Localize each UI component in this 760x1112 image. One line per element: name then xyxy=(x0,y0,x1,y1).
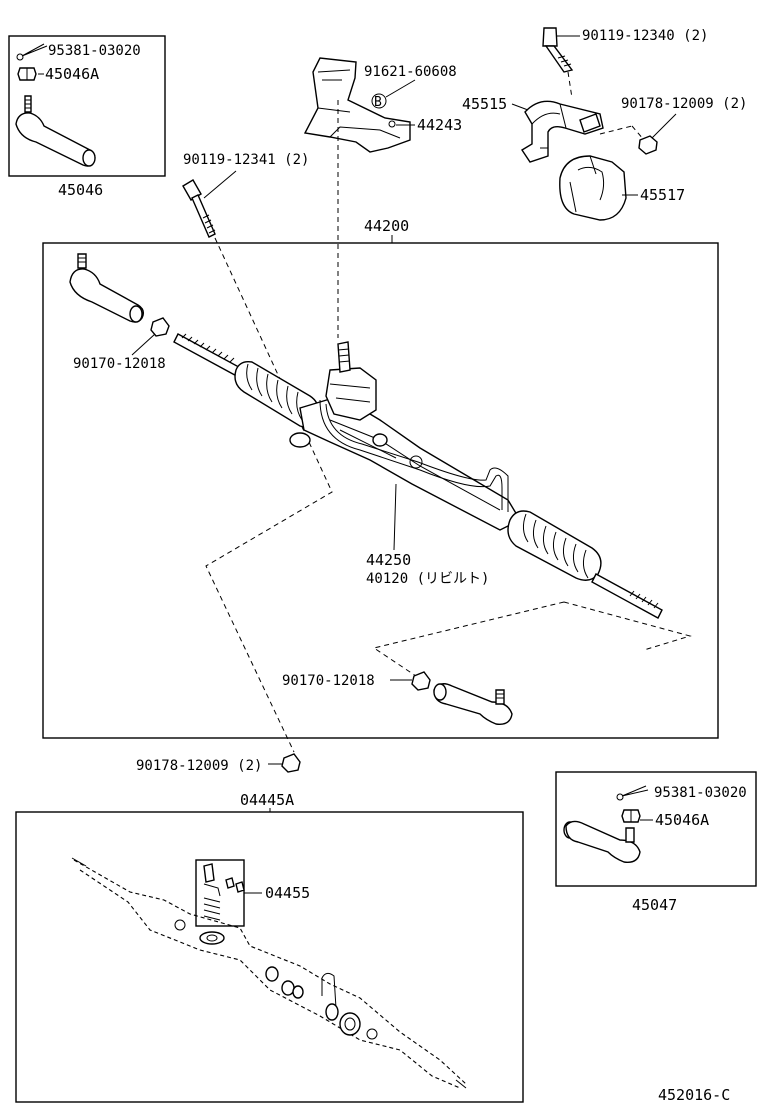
gasket-kit-box xyxy=(15,811,524,1103)
cotter-pin-right-icon xyxy=(616,785,649,801)
label-44250: 44250 xyxy=(366,551,411,569)
gasket-rack-outline-icon xyxy=(71,857,467,1089)
left-lock-nut-icon xyxy=(150,317,170,337)
label-95381-right: 95381-03020 xyxy=(654,785,747,801)
tie-rod-end-right-icon xyxy=(563,820,641,863)
bracket-bolt-icon xyxy=(542,27,574,73)
label-45047: 45047 xyxy=(632,896,677,914)
label-04455: 04455 xyxy=(265,884,310,902)
left-tie-rod-end-icon xyxy=(69,253,145,323)
tie-rod-end-icon xyxy=(15,95,96,167)
label-90119-12341: 90119-12341 (2) xyxy=(183,152,309,168)
label-90119-12340: 90119-12340 (2) xyxy=(582,28,708,44)
bolt-upper-icon xyxy=(182,179,216,238)
label-45046a-right: 45046A xyxy=(655,811,709,829)
bracket-icon xyxy=(521,100,604,163)
label-44200: 44200 xyxy=(364,217,409,235)
drawing-number: 452016-C xyxy=(658,1086,730,1104)
lower-nut-icon xyxy=(281,753,301,773)
label-90170-12018-left: 90170-12018 xyxy=(73,356,166,372)
cover-icon xyxy=(303,57,411,153)
valve-kit-box xyxy=(195,859,245,927)
label-44243: 44243 xyxy=(417,116,462,134)
cotter-pin-icon xyxy=(16,43,48,61)
castle-nut-right-icon xyxy=(621,809,641,823)
label-91621-60608: 91621-60608 xyxy=(364,64,457,80)
label-90178-12009-top: 90178-12009 (2) xyxy=(621,96,747,112)
label-95381-left: 95381-03020 xyxy=(48,43,141,59)
label-45517: 45517 xyxy=(640,186,685,204)
label-04445a: 04445A xyxy=(240,791,294,809)
bushing-icon xyxy=(559,155,627,221)
kit-box-45047 xyxy=(555,771,757,887)
label-90170-12018-right: 90170-12018 xyxy=(282,673,375,689)
label-45046: 45046 xyxy=(58,181,103,199)
kit-box-45046 xyxy=(8,35,166,177)
right-tie-rod-end-icon xyxy=(433,683,513,725)
castle-nut-icon xyxy=(17,67,37,81)
label-45046a-left: 45046A xyxy=(45,65,99,83)
label-40120-rebuilt: 40120 (リビルト) xyxy=(366,571,489,587)
right-lock-nut-icon xyxy=(411,671,431,691)
steering-rack-icon xyxy=(173,333,663,619)
label-90178-12009-lower: 90178-12009 (2) xyxy=(136,758,262,774)
cover-mark-b: B xyxy=(374,95,382,110)
valve-kit-icon xyxy=(203,863,245,921)
label-45515: 45515 xyxy=(462,95,507,113)
bracket-nut-icon xyxy=(638,135,658,155)
assembly-box-44200 xyxy=(42,242,719,739)
